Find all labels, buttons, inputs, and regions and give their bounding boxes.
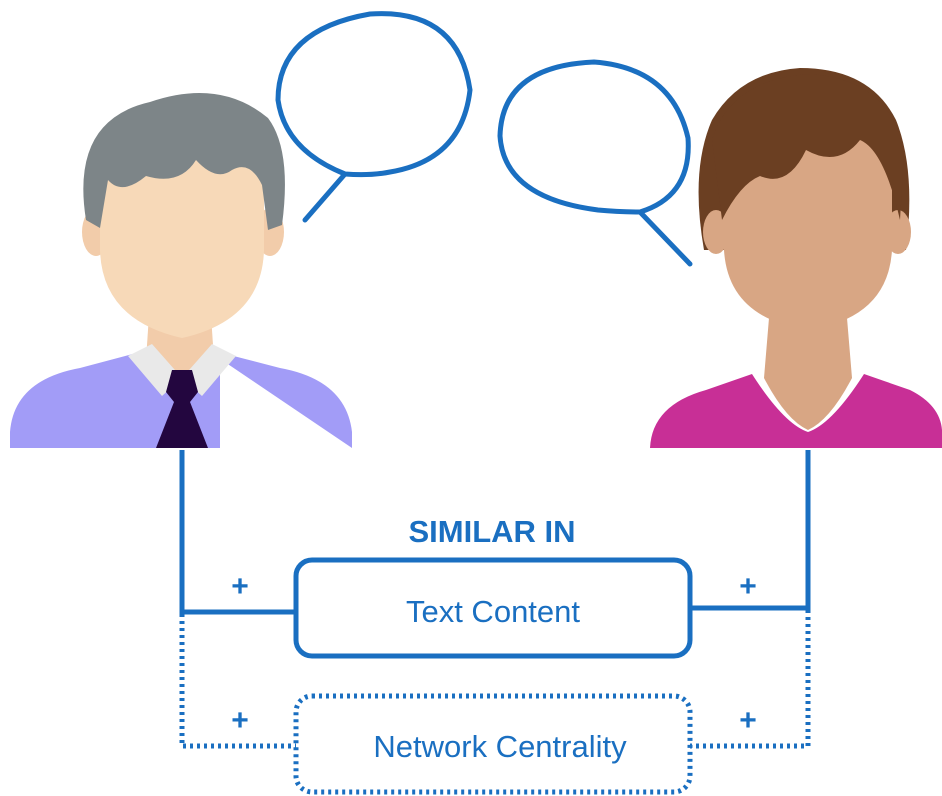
man-tie (156, 370, 208, 448)
woman-ear-left (703, 210, 729, 254)
plus-left-solid: + (231, 570, 249, 603)
man-collar (128, 344, 236, 396)
man-avatar-icon (10, 93, 352, 448)
speech-bubble-right-icon (497, 59, 693, 267)
plus-right-solid: + (739, 570, 757, 603)
text-content-label: Text Content (406, 594, 580, 629)
speech-bubble-left-icon (275, 11, 473, 223)
woman-hair-front (712, 74, 904, 220)
plus-left-dotted: + (231, 704, 249, 737)
man-hair (83, 93, 285, 230)
man-shirt (10, 352, 352, 448)
network-centrality-label: Network Centrality (373, 729, 627, 764)
woman-shirt (650, 374, 942, 448)
connector-solid (179, 450, 811, 615)
connector-dotted (179, 610, 811, 749)
plus-right-dotted: + (739, 704, 757, 737)
woman-neck (764, 306, 852, 430)
text-content-box (293, 557, 693, 659)
heading-similar-in: SIMILAR IN (408, 514, 575, 549)
network-centrality-box (293, 693, 693, 795)
woman-avatar-icon (650, 68, 942, 448)
